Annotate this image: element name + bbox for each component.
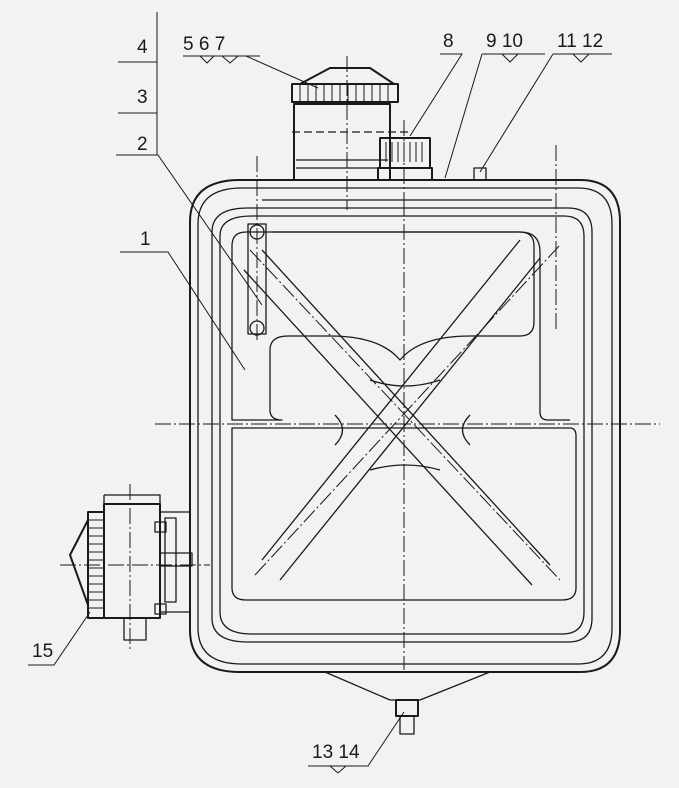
brace-centerlines [249, 244, 561, 581]
breather-fitting-body [473, 167, 487, 181]
callout-stack-ticks [118, 61, 157, 114]
side-filter-knurled-cap [87, 511, 105, 619]
leader-13-14-tick [329, 765, 347, 774]
filler-neck [291, 56, 408, 210]
level-gauge [247, 156, 267, 340]
callout-label-1: 1 [140, 229, 151, 250]
side-filter [60, 484, 210, 650]
leader-8 [409, 53, 463, 137]
baffle-lower [231, 427, 577, 601]
brace-diagonal-1b [279, 257, 541, 581]
callout-3: 3 [137, 87, 148, 108]
baffle-upper-right [272, 231, 570, 421]
leader-1 [120, 251, 246, 371]
callout-5-6-7: 5 6 7 [183, 34, 319, 89]
callout-13-14: 13 14 [308, 711, 405, 774]
filler-cap-knurl [299, 84, 389, 102]
filler-cap-knurled-rim [291, 83, 399, 103]
callout-label-11-12: 11 12 [557, 31, 603, 52]
callout-1: 1 [120, 229, 246, 371]
tank-body [189, 179, 621, 673]
callout-15: 15 [28, 611, 91, 666]
side-filter-outlet [123, 617, 147, 641]
filler-neck-body [293, 103, 391, 181]
callout-label-9-10: 9 10 [486, 31, 523, 52]
callout-4: 4 [137, 37, 148, 58]
callout-11-12: 11 12 [479, 31, 612, 173]
leader-13-14 [308, 711, 405, 767]
breather-fitting [473, 167, 487, 181]
tank-inner-wall [211, 207, 593, 643]
callout-label-5-6-7: 5 6 7 [183, 34, 225, 55]
side-filter-top-flange [103, 494, 161, 504]
tank-outer-wall-inner [197, 187, 613, 665]
callout-9-10: 9 10 [444, 31, 545, 179]
callout-8: 8 [409, 31, 463, 137]
callout-label-4: 4 [137, 37, 148, 58]
sensor-cap-base [377, 167, 433, 181]
side-filter-mount-plate [164, 517, 177, 603]
leader-15 [28, 611, 91, 666]
x-center-boss [334, 379, 471, 471]
callout-label-3: 3 [137, 87, 148, 108]
drain-plug [324, 671, 491, 735]
drain-funnel [324, 671, 491, 701]
level-gauge-body [247, 223, 267, 335]
side-filter-mount [160, 511, 191, 613]
baffle-upper [231, 231, 535, 421]
drain-plug-nut [395, 699, 419, 717]
leader-2 [116, 154, 263, 306]
side-filter-cap-dome [69, 519, 89, 606]
drain-plug-stem [399, 715, 415, 735]
tank-outer-wall [189, 179, 621, 673]
callout-2: 2 [116, 134, 263, 306]
side-filter-knurl [88, 519, 104, 609]
sensor-cap [377, 120, 433, 215]
leader-11-12 [479, 53, 590, 173]
filler-neck-bands [296, 159, 388, 169]
brace-diagonal-2 [261, 249, 551, 566]
callout-label-13-14: 13 14 [312, 742, 360, 763]
brace-diagonal-2b [243, 269, 533, 586]
side-filter-housing [103, 503, 161, 619]
leader-9-10 [444, 53, 519, 179]
leader-5-6-7 [199, 55, 319, 89]
callout-label-15: 15 [32, 641, 53, 662]
tank-inner-wall-2 [219, 215, 585, 635]
callout-label-2: 2 [137, 134, 148, 155]
side-filter-bolts [154, 521, 193, 615]
filler-cap-dome [299, 67, 395, 85]
callout-label-8: 8 [443, 31, 454, 52]
